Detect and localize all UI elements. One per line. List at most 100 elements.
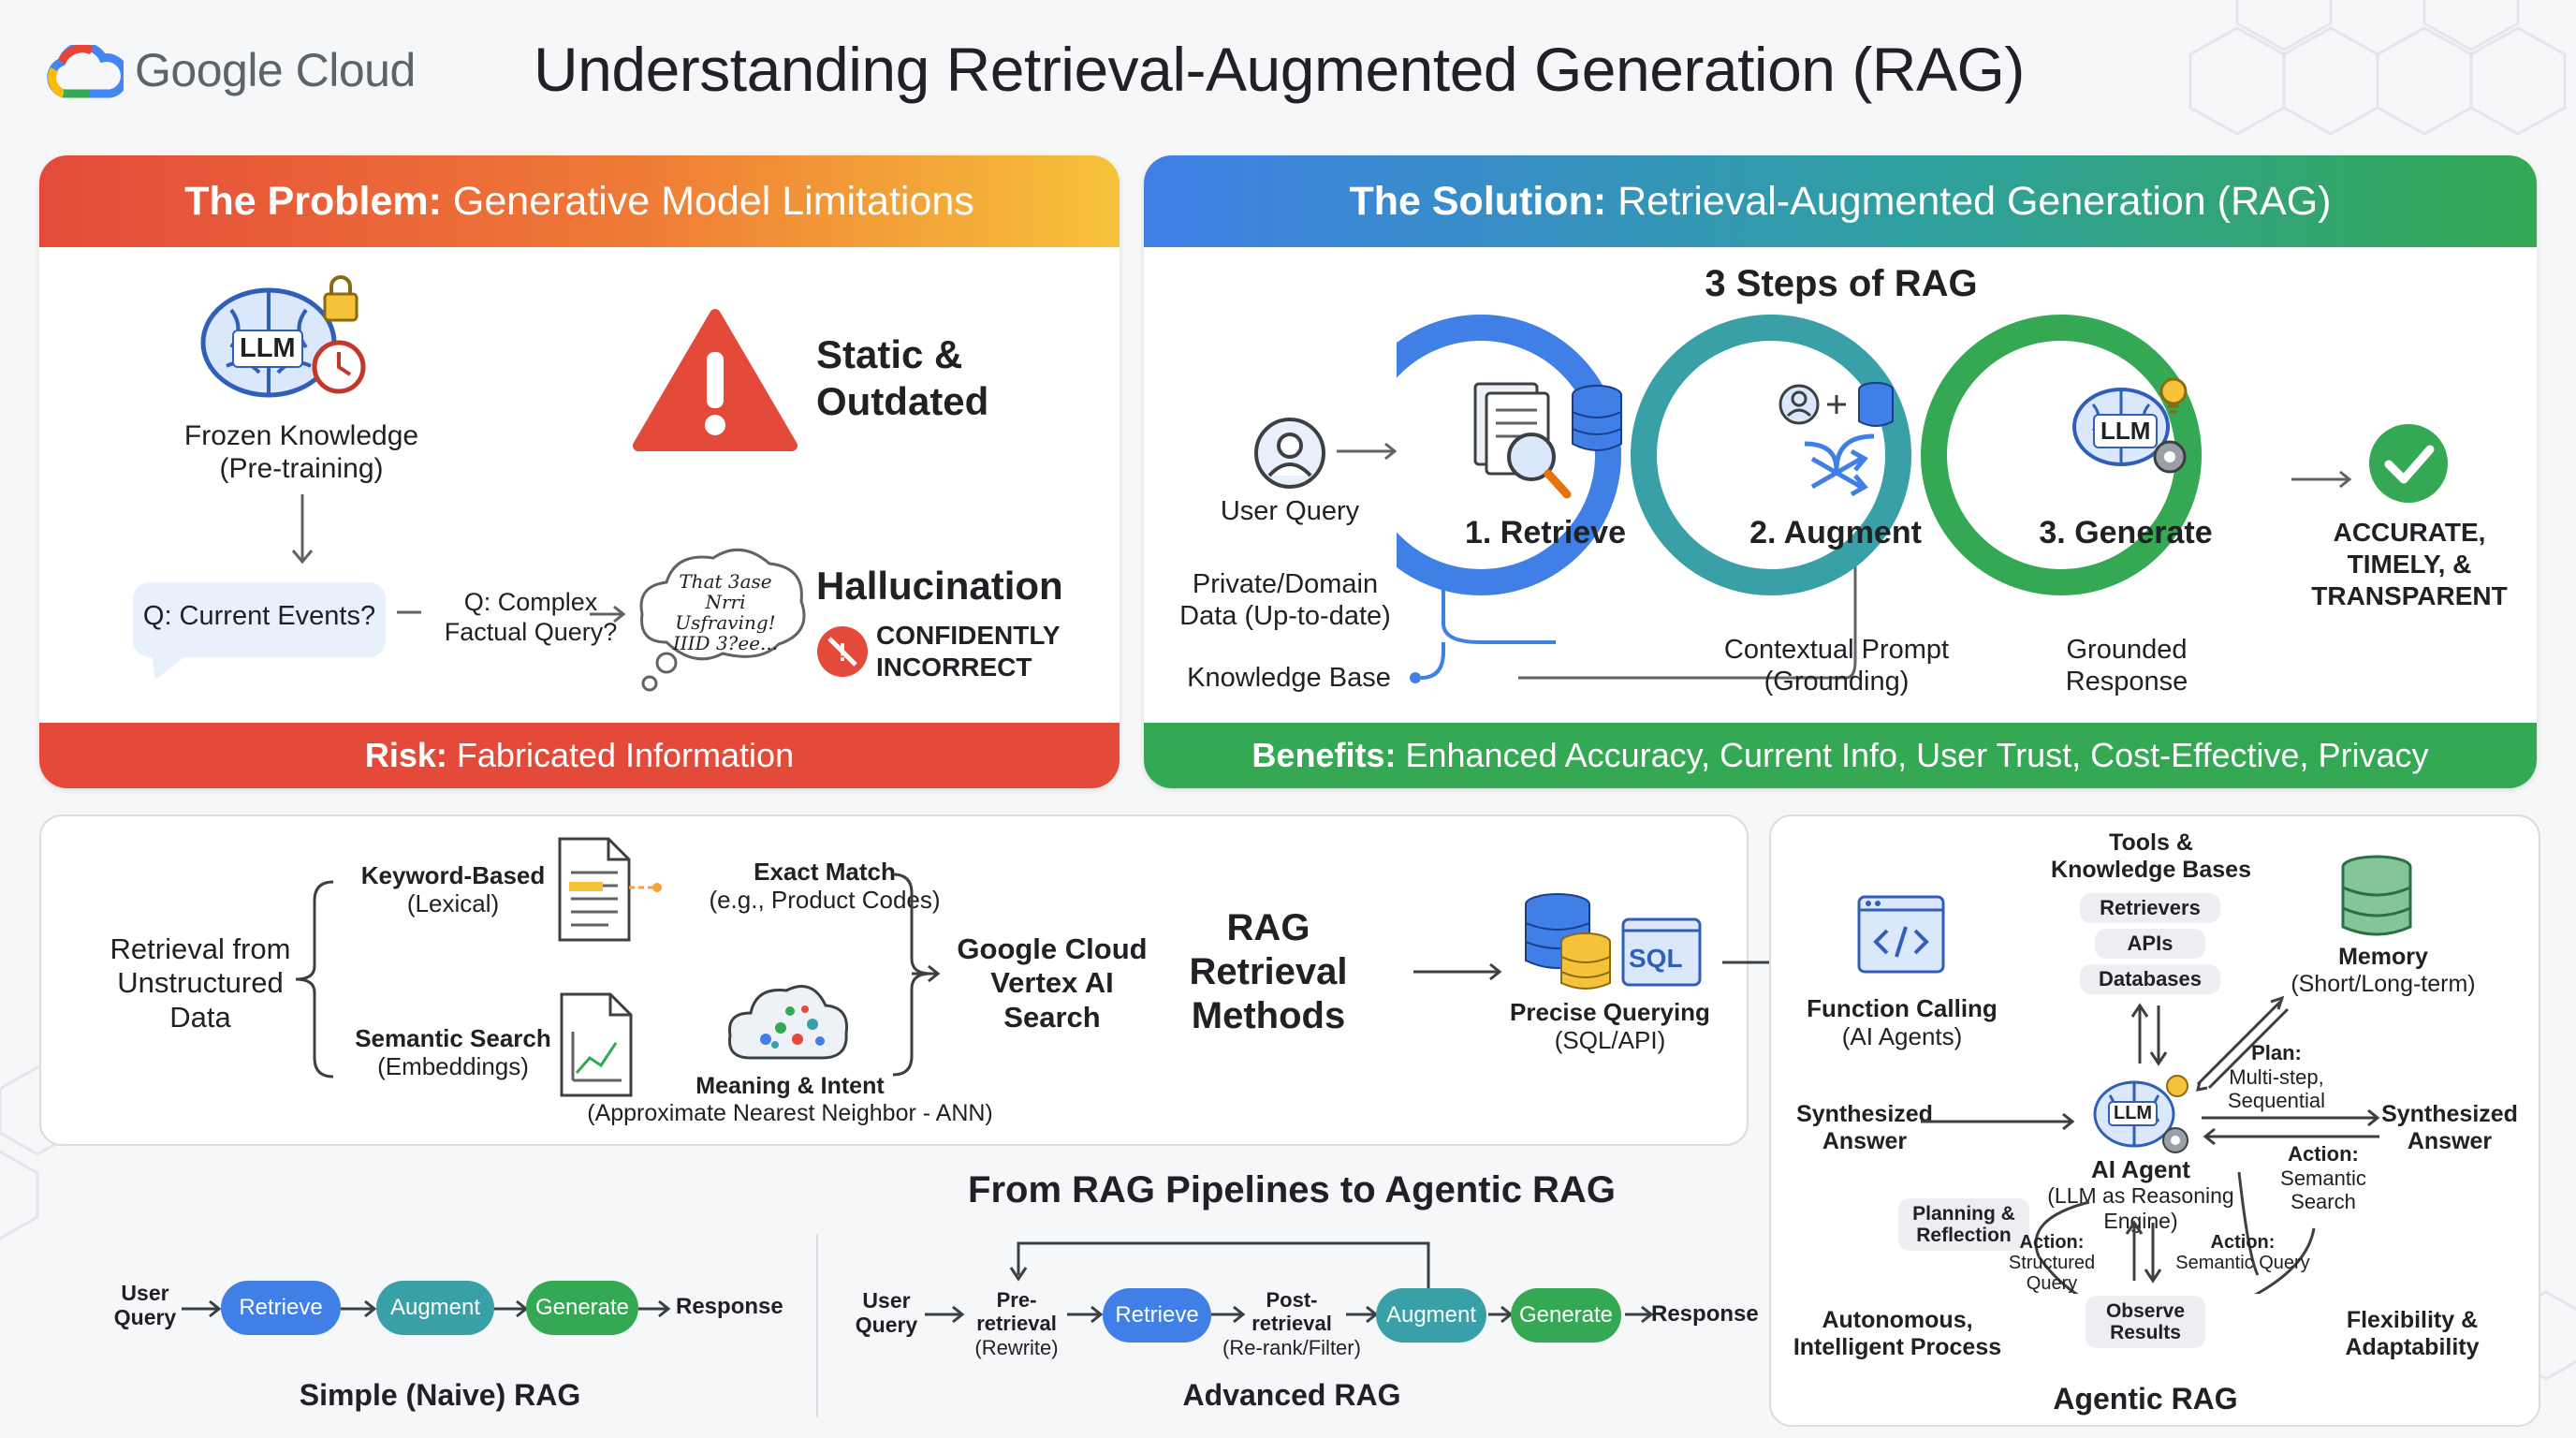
risk-bold: Risk:	[364, 736, 447, 774]
flexibility-label: Flexibility & Adaptability	[2314, 1307, 2510, 1362]
down-arrow	[291, 494, 314, 565]
warning-icon	[633, 309, 798, 451]
rag-line3: Methods	[1191, 994, 1346, 1036]
post-line1: Post-	[1266, 1288, 1318, 1312]
adv-user-line2: Query	[855, 1313, 918, 1338]
observe-line1: Observe	[2105, 1299, 2186, 1322]
agent-line1: AI Agent	[2091, 1155, 2190, 1183]
simple-retrieve-pill[interactable]: Retrieve	[221, 1281, 341, 1335]
frozen-line2: (Pre-training)	[219, 453, 384, 485]
document-icon	[558, 837, 662, 942]
google-cloud-logo[interactable]: Google Cloud	[45, 39, 438, 105]
memory-line2: (Short/Long-term)	[2291, 971, 2476, 998]
pipelines-title: From RAG Pipelines to Agentic RAG	[968, 1169, 1616, 1211]
grounded-response-label: Grounded Response	[1996, 635, 2258, 698]
plan-label: Plan: Multi-step, Sequential	[2202, 1041, 2351, 1113]
problem-panel: The Problem: Generative Model Limitation…	[39, 155, 1120, 788]
adv-user-line1: User	[862, 1288, 911, 1313]
private-line1: Private/Domain	[1192, 569, 1379, 599]
unstructured-label: Retrieval from Unstructured Data	[69, 932, 331, 1034]
error-icon: !	[817, 626, 868, 677]
pipeline-divider	[816, 1234, 818, 1417]
autonomous-line1: Autonomous,	[1822, 1307, 1973, 1333]
advanced-generate-pill[interactable]: Generate	[1511, 1288, 1621, 1343]
flex-line1: Flexibility &	[2346, 1307, 2479, 1333]
contextual-line1: Contextual Prompt	[1723, 635, 1950, 665]
step1-label: 1. Retrieve	[1465, 515, 1626, 550]
exact-line2: (e.g., Product Codes)	[709, 886, 941, 915]
hallucination-label: Hallucination	[816, 564, 1063, 608]
post-line2: retrieval	[1251, 1312, 1332, 1336]
observe-results-chip[interactable]: Observe Results	[2086, 1296, 2205, 1348]
chip-apis[interactable]: APIs	[2095, 929, 2205, 959]
synth-left-line2: Answer	[1822, 1128, 1908, 1155]
simple-augment-pill[interactable]: Augment	[376, 1281, 494, 1335]
synth-answer-right: Synthesized Answer	[2361, 1101, 2539, 1156]
agentic-rag-label: Agentic RAG	[2053, 1382, 2238, 1416]
semantic-line1: Semantic Search	[355, 1024, 551, 1052]
synth-right-line2: Answer	[2407, 1128, 2493, 1155]
static-line2: Outdated	[816, 379, 989, 424]
meaning-line1: Meaning & Intent	[695, 1073, 885, 1099]
advanced-rag-label: Advanced RAG	[1182, 1378, 1401, 1412]
solution-panel-header: The Solution: Retrieval-Augmented Genera…	[1144, 155, 2537, 247]
solution-title-bold: The Solution:	[1349, 178, 1607, 224]
problem-title-rest: Generative Model Limitations	[441, 178, 974, 224]
benefits-footer: Benefits: Enhanced Accuracy, Current Inf…	[1144, 723, 2537, 788]
knowledge-base-label: Knowledge Base	[1187, 663, 1391, 693]
simple-response: Response	[676, 1294, 783, 1319]
current-events-text: Q: Current Events?	[142, 601, 376, 631]
exact-line1: Exact Match	[754, 858, 896, 886]
vertex-line2: Vertex AI	[990, 966, 1114, 1000]
chip-databases[interactable]: Databases	[2080, 964, 2220, 994]
tools-arrows	[2130, 1003, 2168, 1066]
bubble-tail	[152, 653, 189, 680]
planning-reflection-chip[interactable]: Planning & Reflection	[1898, 1198, 2029, 1251]
advanced-augment-pill[interactable]: Augment	[1376, 1288, 1486, 1343]
precise-line2: (SQL/API)	[1554, 1026, 1666, 1055]
action-structured-query-label: Action: Structured Query	[1996, 1232, 2108, 1294]
keyword-label: Keyword-Based (Lexical)	[341, 861, 565, 918]
chip-retrievers[interactable]: Retrievers	[2080, 893, 2220, 923]
garbled-cloud-text: That 3ase Nrri Usfraving! IIID 3?ee...	[655, 571, 796, 653]
grounded-line1: Grounded	[2066, 635, 2188, 665]
post-line3: (Re-rank/Filter)	[1222, 1335, 1361, 1359]
ai-agent-label: AI Agent (LLM as Reasoning Engine)	[2024, 1155, 2258, 1234]
chart-document-icon	[560, 992, 633, 1097]
agentic-rag-box: Function Calling (AI Agents) Tools & Kno…	[1769, 814, 2540, 1427]
plan-line2: Multi-step,	[2229, 1064, 2324, 1089]
exact-match-label: Exact Match (e.g., Product Codes)	[670, 858, 979, 915]
advanced-response: Response	[1651, 1301, 1759, 1327]
confident-line1: CONFIDENTLY	[876, 621, 1061, 650]
autonomous-line2: Intelligent Process	[1793, 1334, 2002, 1361]
synth-right-line1: Synthesized	[2381, 1101, 2518, 1127]
grounded-line2: Response	[2065, 666, 2188, 697]
advanced-retrieve-pill[interactable]: Retrieve	[1103, 1288, 1211, 1343]
simple-generate-pill[interactable]: Generate	[526, 1281, 638, 1335]
simple-user-line1: User	[121, 1281, 169, 1305]
dash-arrow-1	[397, 610, 421, 614]
step2-label: 2. Augment	[1749, 515, 1922, 550]
simple-pipeline-arrows	[182, 1299, 671, 1318]
action-semq-line2: Semantic Query	[2175, 1253, 2310, 1273]
static-outdated-label: Static & Outdated	[816, 331, 988, 426]
planning-line2: Reflection	[1916, 1225, 2012, 1246]
keyword-line1: Keyword-Based	[360, 861, 546, 889]
page-title: Understanding Retrieval-Augmented Genera…	[534, 35, 2025, 104]
current-events-bubble	[133, 582, 386, 657]
user-query-label: User Query	[1220, 496, 1360, 526]
complex-line1: Q: Complex	[463, 588, 598, 616]
frozen-knowledge-label: Frozen Knowledge (Pre-training)	[133, 419, 470, 485]
flex-line2: Adaptability	[2345, 1334, 2480, 1361]
synth-answer-left: Synthesized Answer	[1771, 1101, 1958, 1156]
planning-loop-arrows	[2034, 1171, 2316, 1294]
post-retrieval-label: Post- retrieval (Re-rank/Filter)	[1217, 1288, 1367, 1359]
pre-line1: Pre-	[996, 1288, 1037, 1312]
precise-querying-label: Precise Querying (SQL/API)	[1488, 998, 1732, 1055]
arrow-user-to-retrieve	[1337, 442, 1398, 461]
memory-database-icon	[2341, 855, 2412, 936]
action-struct-line2: Structured	[2008, 1253, 2096, 1273]
database-sql-icon	[1525, 893, 1702, 990]
arrow-synth-to-agent	[1921, 1112, 2075, 1131]
function-calling-label: Function Calling (AI Agents)	[1771, 994, 2033, 1051]
